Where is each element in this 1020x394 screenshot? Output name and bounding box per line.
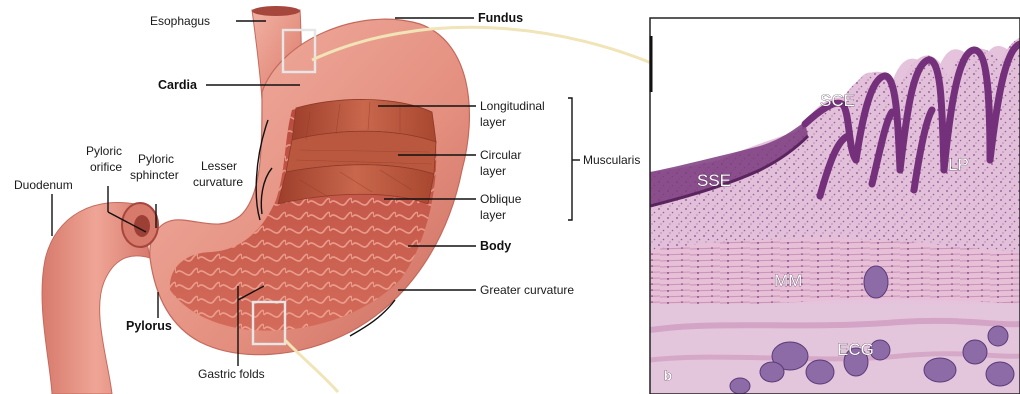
panel-letter: b bbox=[664, 368, 672, 383]
label-circular-layer-1: Circular bbox=[480, 148, 521, 162]
label-lesser-curvature-2: curvature bbox=[193, 175, 243, 189]
label-oblique-layer-2: layer bbox=[480, 208, 506, 222]
label-body: Body bbox=[480, 239, 511, 253]
label-pyloric-orifice-1: Pyloric bbox=[86, 144, 122, 158]
label-oblique-layer-1: Oblique bbox=[480, 192, 522, 206]
stomach-illustration bbox=[42, 6, 469, 394]
label-pylorus: Pylorus bbox=[126, 319, 172, 333]
label-circular-layer-2: layer bbox=[480, 164, 506, 178]
label-pyloric-sphincter-2: sphincter bbox=[130, 168, 179, 182]
label-longitudinal-layer-2: layer bbox=[480, 115, 506, 129]
label-muscularis: Muscularis bbox=[583, 153, 640, 167]
label-lesser-curvature-1: Lesser bbox=[201, 159, 237, 173]
label-sce: SCE bbox=[820, 91, 855, 110]
label-sse: SSE bbox=[697, 171, 731, 190]
label-gastric-folds: Gastric folds bbox=[198, 367, 265, 381]
label-greater-curvature: Greater curvature bbox=[480, 283, 574, 297]
histology-panel: SCE SSE LP MM ECG b bbox=[650, 18, 1020, 394]
label-pyloric-orifice-2: orifice bbox=[90, 160, 122, 174]
label-esophagus: Esophagus bbox=[150, 14, 210, 28]
label-longitudinal-layer-1: Longitudinal bbox=[480, 99, 545, 113]
label-cardia: Cardia bbox=[158, 78, 198, 92]
label-fundus: Fundus bbox=[478, 11, 523, 25]
label-ecg: ECG bbox=[837, 340, 874, 359]
label-mm: MM bbox=[774, 271, 802, 290]
label-duodenum: Duodenum bbox=[14, 178, 73, 192]
label-lp: LP bbox=[948, 155, 969, 174]
label-pyloric-sphincter-1: Pyloric bbox=[138, 152, 174, 166]
